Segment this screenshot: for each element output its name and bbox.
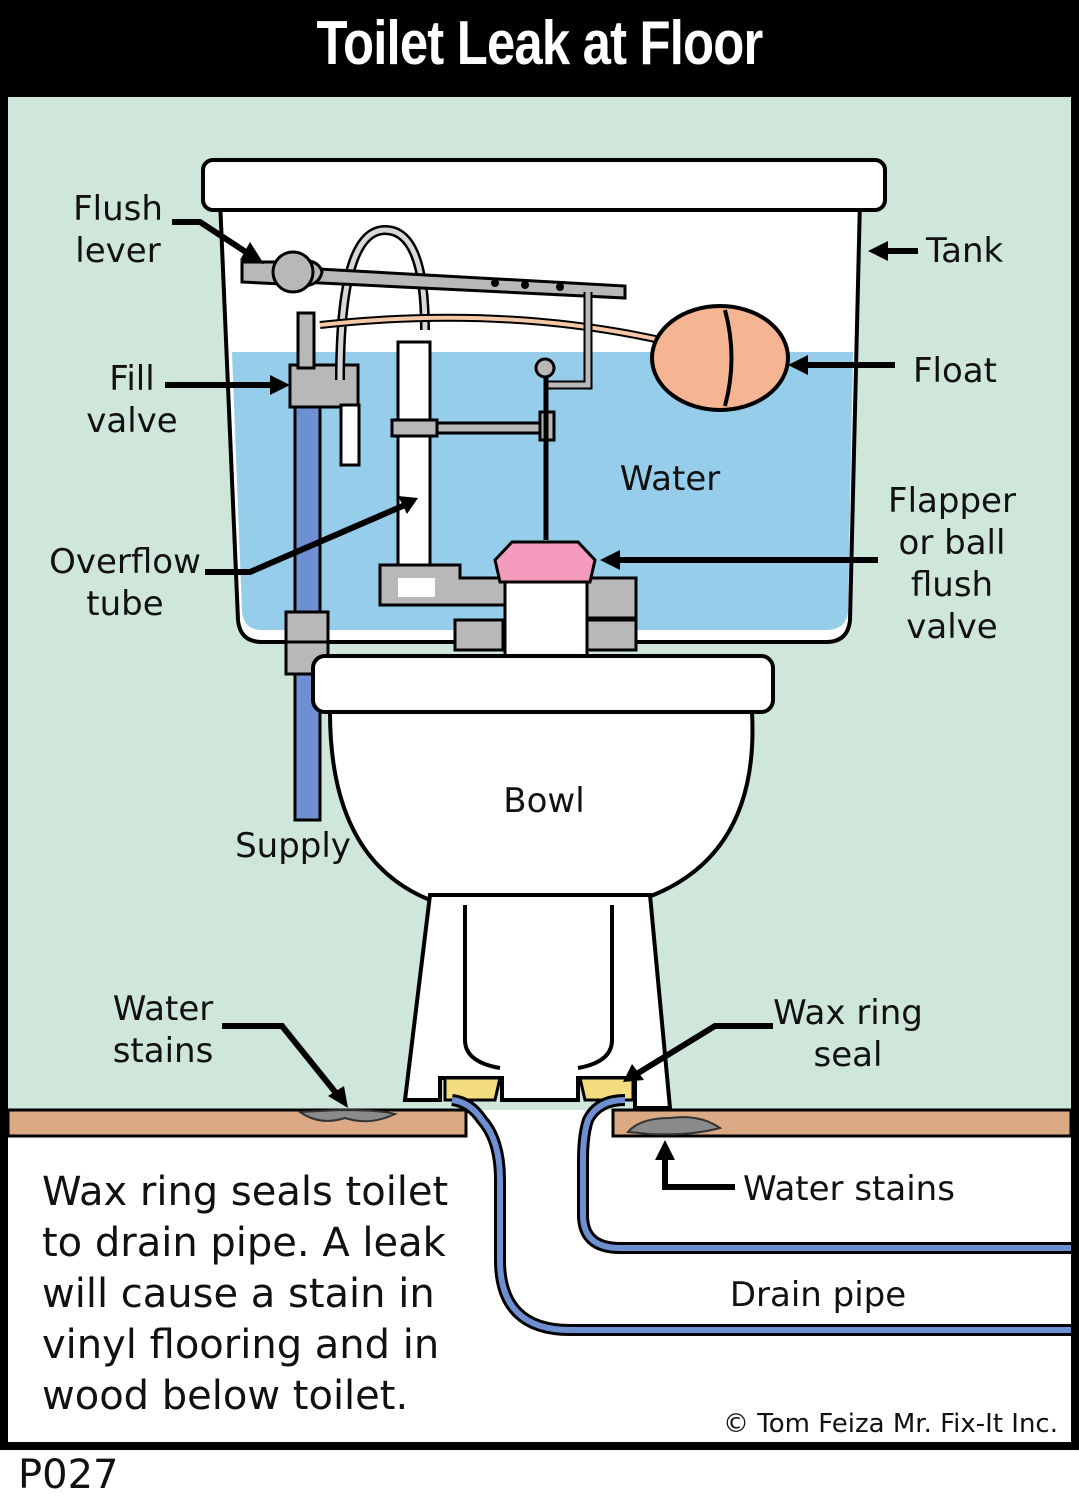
diagram-frame: Flush lever Tank Fill valve Float Water … — [0, 97, 1079, 1450]
title-bar — [0, 0, 1079, 97]
overflow-channel — [398, 578, 435, 597]
label-flush-lever-1: Flush — [73, 189, 163, 229]
figure-code: P027 — [18, 1452, 119, 1498]
leader-wax-ring — [633, 1023, 773, 1078]
float-ball — [650, 304, 790, 412]
lever-hole — [556, 283, 564, 291]
float-ball-seam — [723, 309, 734, 407]
label-flapper-1: Flapper — [888, 481, 1016, 521]
chain-ring — [534, 357, 556, 379]
label-drain-pipe: Drain pipe — [730, 1275, 906, 1315]
label-overflow-tube-2: tube — [86, 584, 163, 624]
label-overflow-tube-1: Overflow — [49, 542, 201, 582]
frame-border — [0, 97, 1079, 1450]
flush-valve-throat — [503, 576, 589, 658]
flapper — [493, 540, 597, 584]
overflow-tube — [396, 340, 432, 599]
label-water-stains-right: Water stains — [743, 1169, 955, 1209]
tank-bolt-left — [453, 618, 505, 652]
arrowhead — [270, 375, 290, 395]
label-wax-ring-2: seal — [814, 1035, 883, 1075]
arrowhead — [623, 1064, 644, 1082]
label-water: Water — [620, 459, 721, 499]
float-arm — [319, 315, 661, 342]
label-flapper-4: valve — [906, 607, 997, 647]
arrowhead — [398, 496, 418, 514]
drain-pipe-inner — [580, 1097, 1071, 1251]
toilet-diagram: Flush lever Tank Fill valve Float Water … — [0, 97, 1079, 1450]
lever-hole — [491, 279, 499, 287]
trapway-right — [577, 905, 614, 1070]
leader-overflow-tube — [205, 502, 407, 575]
fill-valve-base — [284, 610, 330, 644]
arrowhead — [655, 1140, 675, 1160]
fill-valve-stem — [296, 311, 316, 370]
label-fill-valve-2: valve — [86, 401, 177, 441]
lever-hole — [521, 281, 529, 289]
label-flapper-3: flush — [911, 565, 993, 605]
leader-flush-lever — [172, 219, 254, 259]
trapway-left — [463, 905, 501, 1070]
label-water-stains-left-2: stains — [113, 1031, 214, 1071]
leader-water-stains-left — [222, 1023, 343, 1100]
arrowhead — [240, 242, 264, 264]
wax-ring-left — [443, 1076, 502, 1102]
label-bowl: Bowl — [503, 781, 584, 821]
arrowhead — [788, 355, 808, 375]
bowl-rim — [311, 654, 775, 714]
label-supply: Supply — [235, 826, 351, 866]
label-wax-ring-1: Wax ring — [773, 993, 923, 1033]
stain-left — [297, 1108, 398, 1123]
lift-rod — [548, 292, 591, 388]
label-fill-valve-1: Fill — [109, 359, 154, 399]
description-line-4: vinyl flooring and in — [42, 1322, 439, 1368]
drain-pipe-outer — [451, 1097, 1071, 1333]
copyright: © Tom Feiza Mr. Fix-It Inc. — [723, 1409, 1058, 1439]
description-line-2: to drain pipe. A leak — [42, 1220, 447, 1266]
flush-handle-knob — [271, 250, 315, 294]
fill-valve-riser — [293, 393, 322, 627]
overflow-clip — [390, 418, 439, 438]
leader-water-stains-right — [662, 1152, 735, 1190]
description-line-5: wood below toilet. — [42, 1373, 408, 1419]
label-flapper-2: or ball — [899, 523, 1006, 563]
fill-valve-head — [288, 363, 360, 409]
label-float: Float — [913, 351, 997, 391]
flush-valve-housing-right — [584, 576, 638, 620]
label-tank: Tank — [925, 231, 1004, 271]
tank-bolt-right — [584, 618, 638, 652]
description-line-1: Wax ring seals toilet — [42, 1169, 448, 1215]
stain-right — [625, 1116, 723, 1136]
arrowhead — [600, 550, 620, 570]
tank-lid — [201, 158, 887, 212]
label-flush-lever-2: lever — [75, 231, 160, 271]
description-line-3: will cause a stain in — [42, 1271, 435, 1317]
arrowhead — [328, 1086, 348, 1108]
arrowhead — [868, 241, 888, 261]
flapper-arm — [435, 421, 549, 435]
refill-tube-stub — [339, 403, 361, 467]
label-water-stains-left-1: Water — [113, 989, 214, 1029]
diagram-title: Toilet Leak at Floor — [316, 9, 764, 78]
